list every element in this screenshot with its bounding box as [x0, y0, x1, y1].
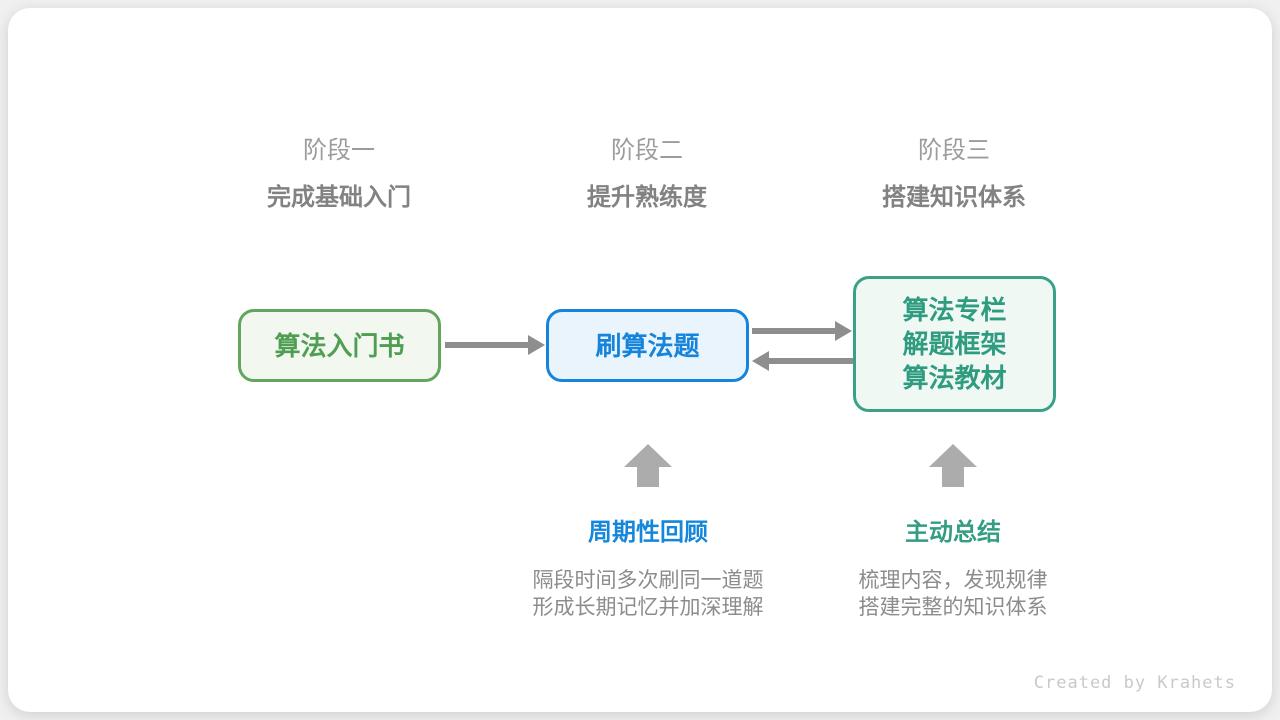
arrow-node3-to-node2-line	[769, 358, 853, 364]
callout-periodic-review-title: 周期性回顾	[588, 519, 708, 546]
footer-credit: Created by Krahets	[1033, 673, 1236, 693]
stage-3-label: 阶段三	[918, 137, 990, 164]
stage-header-2: 阶段二 提升熟练度	[507, 137, 787, 212]
stage-header-1: 阶段一 完成基础入门	[199, 137, 479, 212]
node-knowledge-resources: 算法专栏 解题框架 算法教材	[853, 276, 1056, 412]
node-practice-problems-label: 刷算法题	[595, 330, 700, 361]
node-practice-problems: 刷算法题	[546, 309, 749, 382]
callout-active-summary-desc-line-1: 梳理内容，发现规律	[858, 569, 1048, 592]
diagram-card: 阶段一 完成基础入门 阶段二 提升熟练度 阶段三 搭建知识体系 算法入门书 刷算…	[8, 8, 1272, 712]
arrow-node3-to-node2-head-icon	[752, 351, 769, 371]
arrow-node1-to-node2-line	[445, 342, 529, 348]
callout-periodic-review-desc-line-2: 形成长期记忆并加深理解	[532, 596, 764, 619]
callout-periodic-review-desc: 隔段时间多次刷同一道题 形成长期记忆并加深理解	[478, 567, 818, 621]
callout-active-summary-desc: 梳理内容，发现规律 搭建完整的知识体系	[783, 567, 1123, 621]
arrow-node1-to-node2-head-icon	[528, 335, 545, 355]
arrow-node2-to-node3-head-icon	[835, 321, 852, 341]
stage-2-label: 阶段二	[611, 137, 683, 164]
node-resource-line-3: 算法教材	[902, 363, 1007, 393]
up-arrow-review-stem-icon	[637, 467, 659, 487]
callout-periodic-review-desc-line-1: 隔段时间多次刷同一道题	[532, 569, 764, 592]
stage-1-label: 阶段一	[303, 137, 375, 164]
stage-header-3: 阶段三 搭建知识体系	[814, 137, 1094, 212]
stage-3-subtitle: 搭建知识体系	[882, 184, 1026, 211]
callout-periodic-review: 周期性回顾 隔段时间多次刷同一道题 形成长期记忆并加深理解	[478, 519, 818, 621]
up-arrow-summarize-head-icon	[929, 444, 977, 467]
arrow-node2-to-node3-line	[752, 328, 836, 334]
stage-1-subtitle: 完成基础入门	[267, 184, 411, 211]
stage-2-subtitle: 提升熟练度	[587, 184, 707, 211]
node-intro-book: 算法入门书	[238, 309, 441, 382]
callout-active-summary-desc-line-2: 搭建完整的知识体系	[858, 596, 1048, 619]
up-arrow-review-head-icon	[624, 444, 672, 467]
node-resource-line-1: 算法专栏	[902, 295, 1007, 325]
node-resource-line-2: 解题框架	[902, 329, 1007, 359]
up-arrow-summarize-stem-icon	[942, 467, 964, 487]
callout-active-summary-title: 主动总结	[905, 519, 1001, 546]
callout-active-summary: 主动总结 梳理内容，发现规律 搭建完整的知识体系	[783, 519, 1123, 621]
node-intro-book-label: 算法入门书	[274, 330, 405, 361]
